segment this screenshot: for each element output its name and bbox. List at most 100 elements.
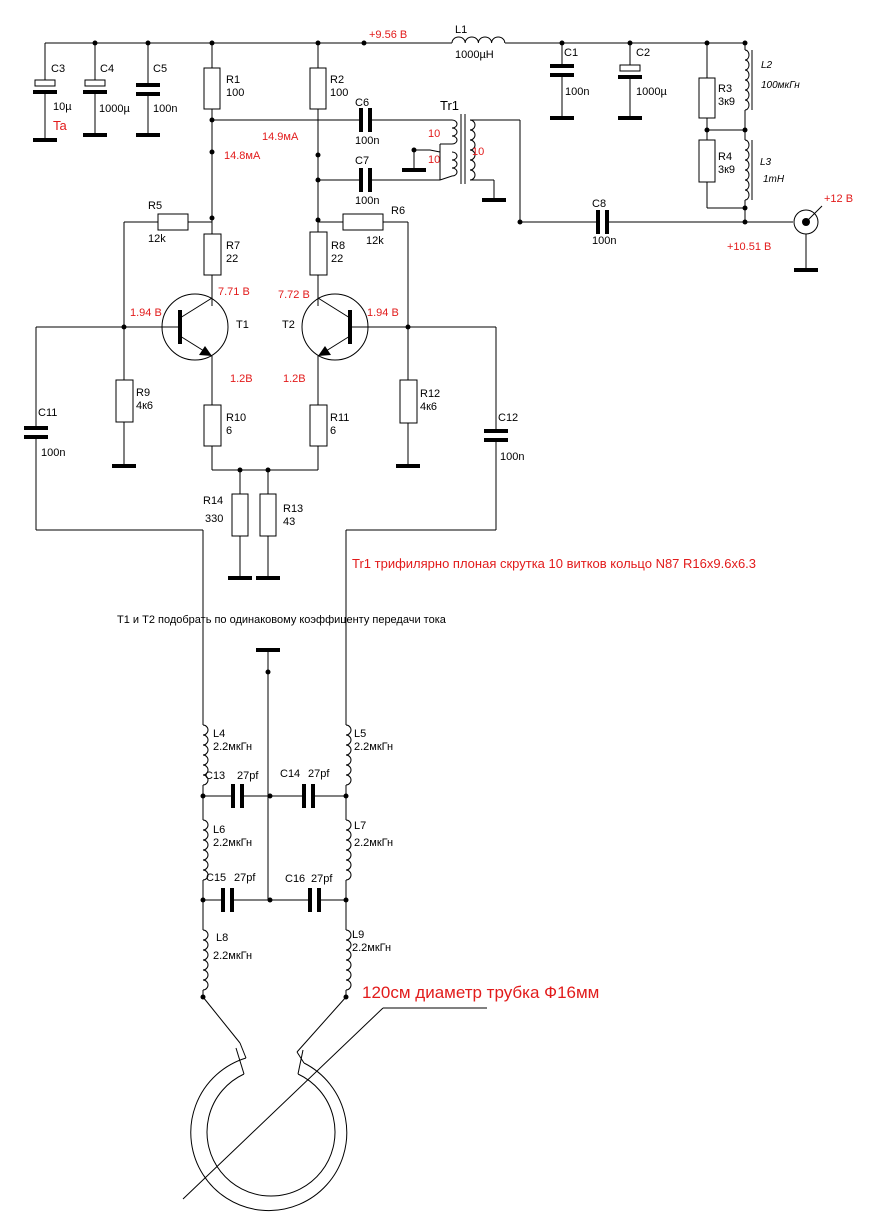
c16-label: C16 [285,873,305,885]
inductor-l1 [451,36,506,44]
c1-value: 100n [565,86,589,98]
l5-label: L5 [354,728,366,740]
c11-label: C11 [38,407,57,419]
resistor-r12 [396,327,420,468]
capacitors-c15-c16 [203,888,346,912]
r3-label: R3 [718,83,732,95]
resistor-r5 [123,213,212,327]
voltage-base-1: 1.94 В [130,307,162,319]
c12-value: 100n [500,451,524,463]
voltage-7-71: 7.71 В [218,286,250,298]
resistor-r9 [112,327,136,468]
capacitor-c12 [345,326,508,725]
transformer-tr1 [402,114,521,222]
l6-label: L6 [213,824,225,836]
c11-value: 100n [41,447,65,459]
voltage-emitter-2: 1.2В [283,373,306,385]
l9-label: L9 [352,929,364,941]
r10-value: 6 [226,425,232,437]
resistor-r11 [309,404,328,470]
loop-note: 120см диаметр трубка Ф16мм [362,983,599,1002]
transistor-note: T1 и T2 подобрать по одинаковому коэффиц… [117,614,447,626]
capacitor-c11 [24,326,204,725]
emitter-resistors [212,467,318,580]
r1-label: R1 [226,74,240,86]
filter-ground [256,648,280,903]
r9-label: R9 [136,387,150,399]
c14-value: 27pf [308,768,330,780]
capacitor-c2 [618,43,642,120]
c6-label: C6 [355,97,369,109]
c14-label: C14 [280,768,300,780]
c13-value: 27pf [237,770,259,782]
c8-label: C8 [592,198,606,210]
c5-label: C5 [153,63,167,75]
resistor-r6 [318,213,409,327]
l3-label: L3 [760,157,772,168]
r14-label: R14 [203,495,223,507]
capacitor-c3 [33,79,57,142]
capacitors-c13-c14 [203,784,346,808]
l3-value: 1mH [763,174,785,185]
c7-label: C7 [355,155,369,167]
voltage-9-56: +9.56 В [369,29,407,41]
r13-label: R13 [283,503,303,515]
l7-value: 2.2мкГн [354,837,393,849]
r9-value: 4к6 [136,400,153,412]
r4-value: 3к9 [718,164,735,176]
voltage-12: +12 В [824,193,853,205]
c12-label: C12 [498,412,518,424]
r11-value: 6 [330,425,336,437]
l2-value: 100мкГн [761,80,800,91]
capacitor-c1 [550,43,574,120]
current-14-8: 14.8мА [224,150,261,162]
r5-value: 12k [148,233,166,245]
capacitor-c4 [83,79,107,137]
r3-value: 3к9 [718,96,735,108]
bias-network [698,40,753,225]
r6-value: 12k [366,235,384,247]
c16-value: 27pf [311,873,333,885]
c4-label: C4 [100,63,114,75]
c15-label: C15 [206,872,226,884]
resistor-r2 [309,43,327,232]
r8-value: 22 [331,253,343,265]
c1-label: C1 [564,47,578,59]
r2-value: 100 [330,87,348,99]
l2-label: L2 [761,60,773,71]
loop-antenna [182,996,487,1212]
c3-label: C3 [51,63,65,75]
l4-value: 2.2мкГн [213,741,252,753]
l8-label: L8 [216,932,228,944]
transistor-t2 [301,293,411,405]
ta-label: Ta [53,118,68,133]
l1-value: 1000µH [455,49,494,61]
resistor-r1 [203,43,221,221]
r6-label: R6 [391,205,405,217]
r12-value: 4к6 [420,401,437,413]
r5-label: R5 [148,200,162,212]
voltage-10-51: +10.51 В [727,241,771,253]
c7-value: 100n [355,195,379,207]
t1-label: T1 [236,319,249,331]
r2-label: R2 [330,74,344,86]
power-connector [793,205,823,272]
c6-value: 100n [355,135,379,147]
r7-label: R7 [226,240,240,252]
capacitor-c5 [136,83,160,137]
c8-value: 100n [592,235,616,247]
l8-value: 2.2мкГн [213,950,252,962]
capacitor-c7 [318,168,440,192]
capacitor-c8 [517,210,793,234]
current-14-9: 14.9мА [262,131,299,143]
c15-value: 27pf [234,872,256,884]
r12-label: R12 [420,388,440,400]
r1-value: 100 [226,87,244,99]
l7-label: L7 [354,820,366,832]
c2-label: C2 [636,47,650,59]
l5-value: 2.2мкГн [354,741,393,753]
r14-value: 330 [205,513,223,525]
r11-label: R11 [330,412,349,424]
r13-value: 43 [283,516,295,528]
